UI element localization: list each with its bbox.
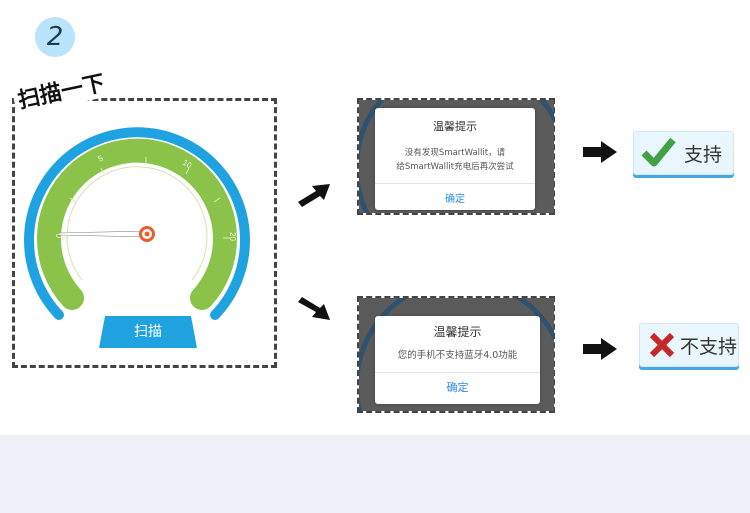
gauge-tick-20: 20 [228,232,237,241]
dialog-message: 您的手机不支持蓝牙4.0功能 [397,350,518,361]
gauge-needle [58,230,148,238]
dialog-ok-button[interactable]: 确定 [446,381,469,394]
step-number: 2 [46,22,64,52]
gauge-frame [12,98,277,368]
phone-screen-2: 温馨提示 您的手机不支持蓝牙4.0功能 确定 [359,298,554,411]
dialog-title: 温馨提示 [433,120,477,133]
gauge-outer-arc [24,127,250,320]
gauge-green-band [37,138,237,310]
checkmark-icon [641,137,676,167]
dialog-no-device: 温馨提示 没有发现SmartWallit，请 给SmartWallit充电后再次… [375,108,535,210]
phone-screen-1: 温馨提示 没有发现SmartWallit，请 给SmartWallit充电后再次… [359,100,554,213]
scan-gauge: 0 5 10 20 [24,127,250,320]
dialog-ok-button[interactable]: 确定 [445,194,465,205]
supported-badge: 支持 [633,131,734,175]
arrow-down-right-icon [298,297,330,320]
gauge-tick-0: 0 [55,233,64,238]
dialog-divider [375,372,540,373]
scan-button-label: 扫描 [134,324,162,340]
arrow-right-icon [583,141,617,163]
dialog-no-ble: 温馨提示 您的手机不支持蓝牙4.0功能 确定 [375,316,540,404]
gauge-tick-5: 5 [97,153,106,163]
unsupported-badge: 不支持 [639,323,739,367]
unsupported-label: 不支持 [680,335,738,358]
dialog-message-line1: 没有发现SmartWallit，请 [404,148,506,158]
gauge-tick-ring [66,166,208,281]
dialog-message-line2: 给SmartWallit充电后再次尝试 [396,162,514,172]
scan-button[interactable]: 扫描 [99,314,197,350]
bottom-band [0,435,750,513]
dialog-divider [375,183,535,184]
arrow-up-right-icon [298,184,330,207]
arrow-right-icon [583,338,617,360]
cross-icon [649,332,675,358]
dialog-message: 没有发现SmartWallit，请 给SmartWallit充电后再次尝试 [381,146,529,174]
supported-label: 支持 [684,143,723,166]
step-number-badge: 2 [35,17,75,57]
dialog-title: 温馨提示 [433,325,482,339]
